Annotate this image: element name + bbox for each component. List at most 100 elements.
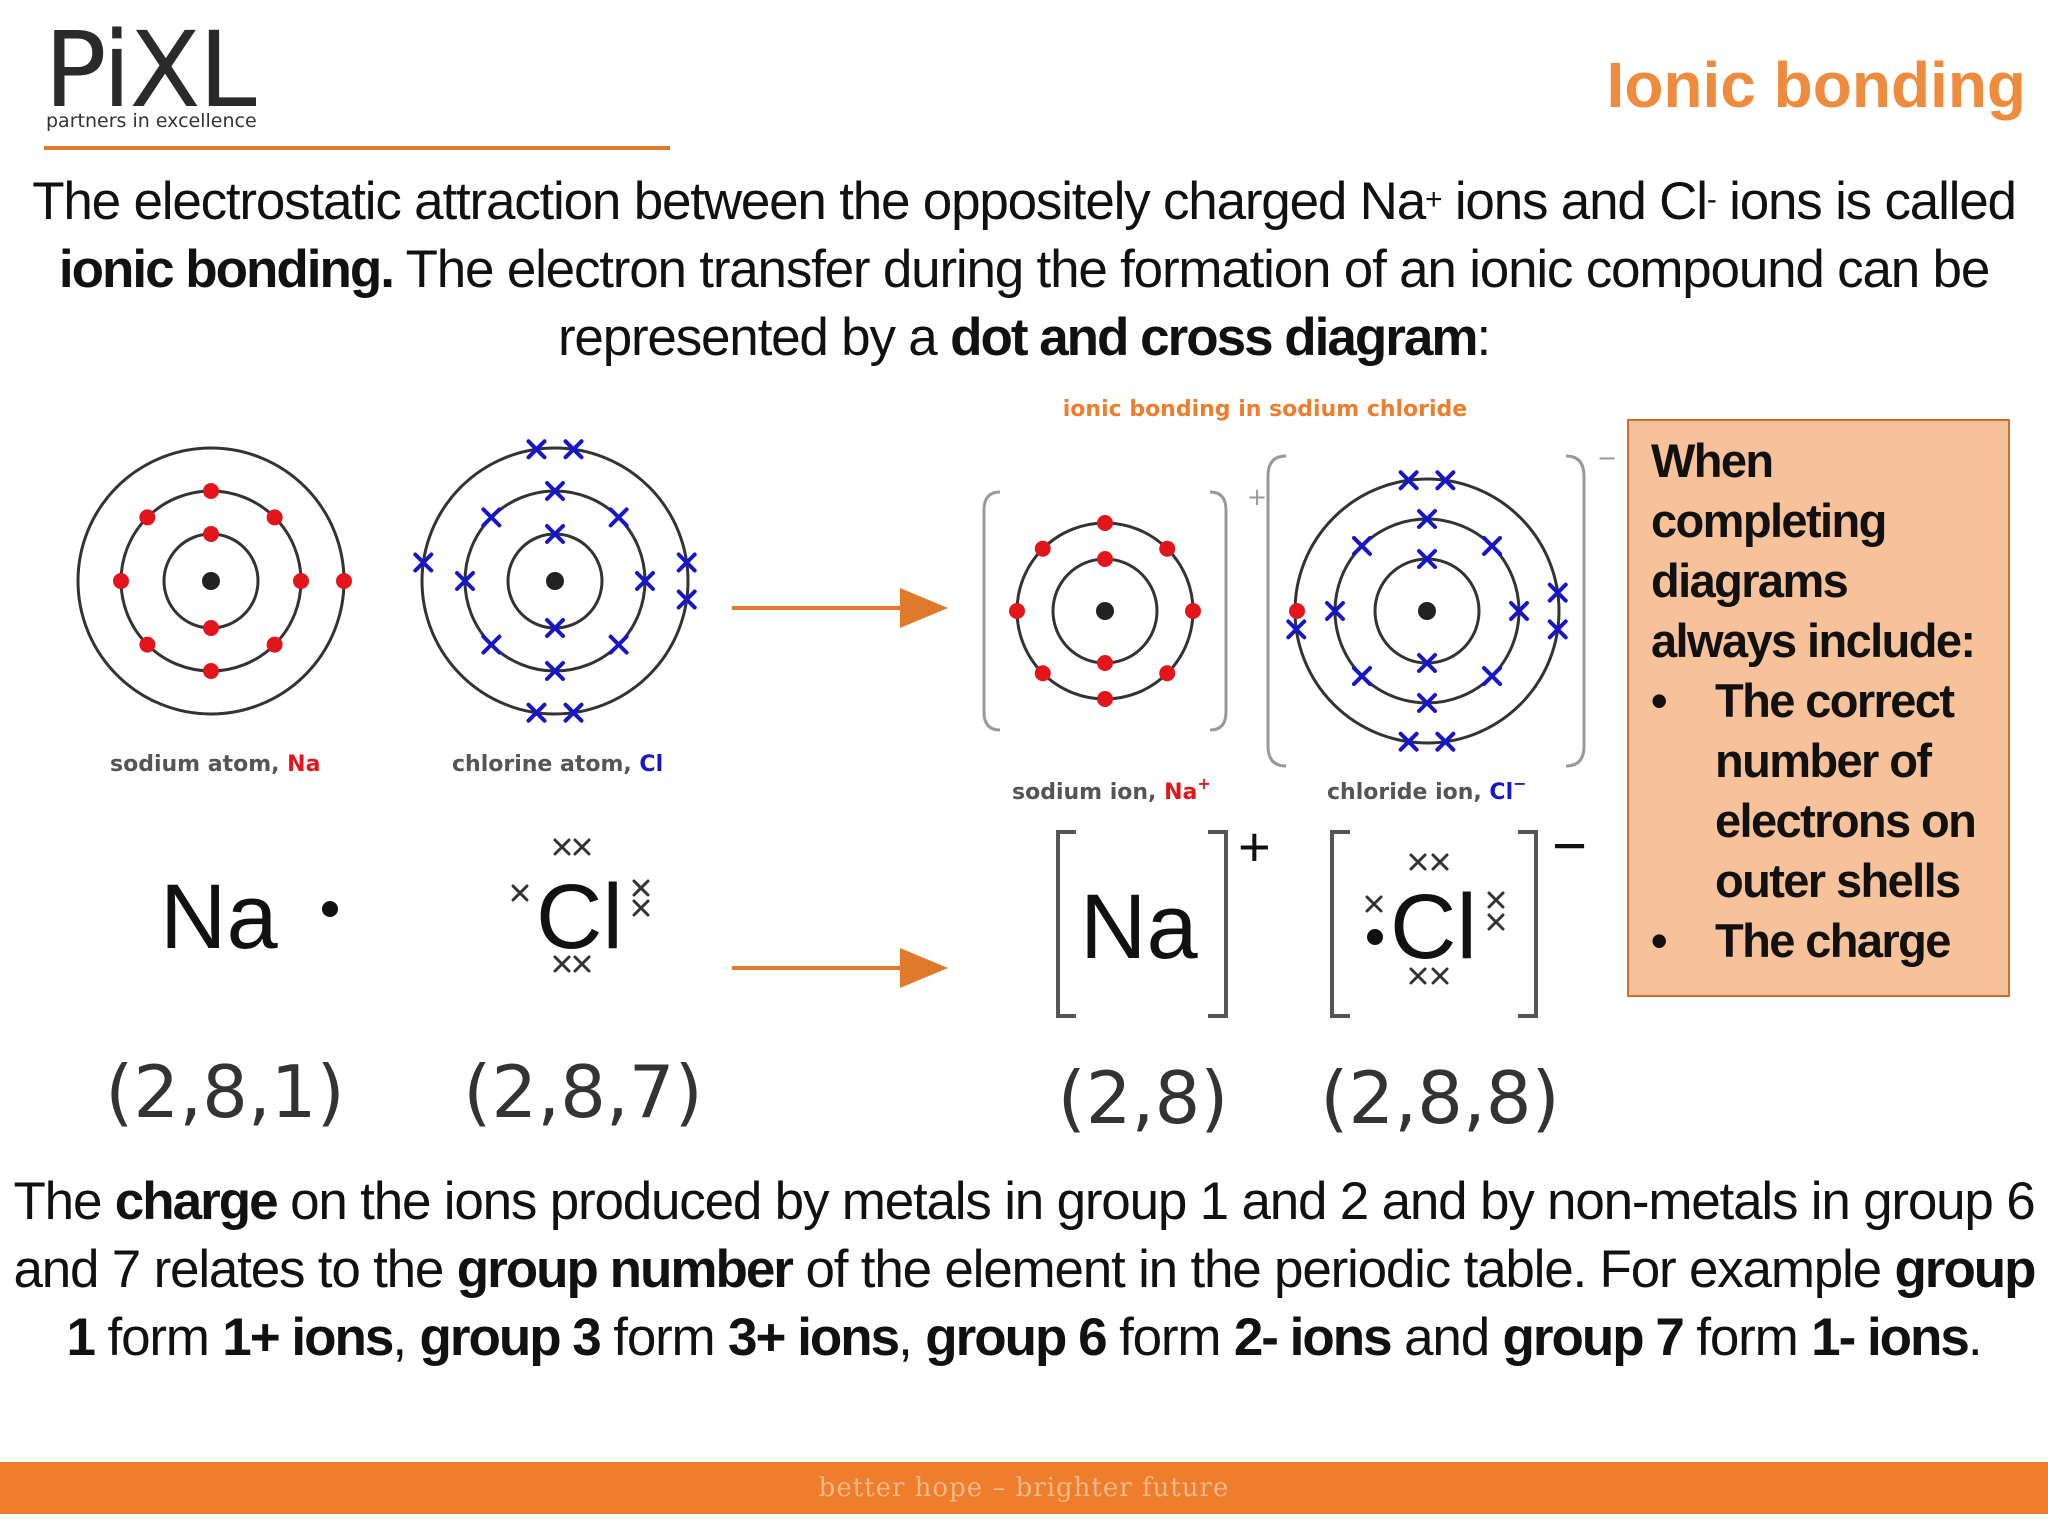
outro-bold: 3+ ions: [728, 1308, 900, 1367]
outro-text: .: [1967, 1308, 1983, 1367]
right-bracket: [1209, 490, 1228, 732]
electron-cross: [553, 955, 571, 973]
footer-bar: better hope – brighter future: [0, 1462, 2048, 1514]
electron-cross: [481, 507, 502, 528]
left-bracket: [982, 490, 1001, 732]
chlorine-formula-symbol: Cl: [536, 866, 623, 968]
outro-text: ,: [898, 1308, 926, 1367]
sodium-ion-bracket-charge: +: [1247, 483, 1267, 511]
sodium-atom-configuration: (2,8,1): [105, 1050, 344, 1134]
right-bracket: [1565, 454, 1586, 768]
electron-cross: [545, 618, 565, 638]
intro-text: :: [1476, 308, 1491, 367]
electron-cross: [455, 571, 475, 591]
electron-cross: [1509, 601, 1529, 621]
electron-cross: [1325, 601, 1345, 621]
chloride-ion: −: [1266, 444, 1617, 768]
electron-cross: [676, 552, 697, 573]
electron-cross: [545, 661, 565, 681]
chlorine-atom-configuration: (2,8,7): [463, 1050, 702, 1134]
na-charge: +: [1425, 183, 1443, 216]
electron-dot: [266, 636, 283, 653]
chlorine-atom-label: chlorine atom, Cl: [452, 752, 663, 777]
reminder-box: When completing diagrams always include:…: [1627, 419, 2010, 997]
sodium-ion-formula-symbol: Na: [1080, 876, 1198, 978]
electron-cross: [1286, 619, 1307, 640]
sodium-ion-formula: Na +: [1056, 815, 1271, 1018]
transferred-electron-dot: [1367, 929, 1383, 945]
electron-cross: [1417, 693, 1437, 713]
chloride-ion-bracket-charge: −: [1597, 444, 1617, 472]
sodium-ion-label: sodium ion, Na+: [1012, 774, 1211, 805]
electron-cross: [563, 702, 584, 723]
electron-cross: [1417, 549, 1437, 569]
electron-dot: [1009, 603, 1025, 619]
sodium-atom: [76, 446, 352, 716]
cl-charge: -: [1706, 183, 1717, 216]
electron-dot: [266, 509, 283, 526]
outro-bold: 1+ ions: [222, 1308, 394, 1367]
electron-cross: [1398, 470, 1419, 491]
intro-text: ions and Cl: [1441, 172, 1708, 231]
outro-text: form: [1682, 1308, 1812, 1367]
intro-paragraph: The electrostatic attraction between the…: [0, 168, 2048, 372]
electron-dot: [113, 573, 129, 589]
intro-bold: ionic bonding.: [58, 240, 395, 299]
chloride-ion-formula: Cl −: [1330, 812, 1587, 1018]
left-bracket: [1266, 454, 1287, 768]
outro-text: ,: [392, 1308, 420, 1367]
outro-bold: 2- ions: [1233, 1308, 1393, 1367]
electron-cross: [553, 838, 571, 856]
electron-cross: [413, 552, 434, 573]
electron-cross: [608, 634, 629, 655]
sodium-formula-symbol: Na: [160, 866, 278, 968]
slide-title: Ionic bonding: [1606, 49, 2026, 121]
chloride-ion-formula-crosses: [1365, 853, 1505, 985]
electron-cross: [1435, 470, 1456, 491]
electron-cross: [573, 955, 591, 973]
sodium-atom-label: sodium atom, Na: [110, 752, 320, 777]
intro-text: ions is called: [1715, 172, 2017, 231]
electron-cross: [1351, 535, 1372, 556]
dot-and-cross-diagram: ionic bonding in sodium chloride sodium …: [76, 397, 1617, 1140]
logo-tagline: partners in excellence: [46, 110, 257, 132]
electron-cross: [545, 481, 565, 501]
electron-cross: [1417, 509, 1437, 529]
electron-cross: [1409, 967, 1427, 985]
electron-dot: [203, 663, 219, 679]
electron-dot: [203, 483, 219, 499]
outro-paragraph: The charge on the ions produced by metal…: [0, 1168, 2048, 1372]
electron-dot: [1097, 655, 1113, 671]
electron-cross: [1431, 967, 1449, 985]
valence-dot: [322, 901, 338, 917]
outro-bold: charge: [114, 1172, 279, 1231]
electron-cross: [481, 634, 502, 655]
electron-cross: [1417, 653, 1437, 673]
electron-cross: [1398, 731, 1419, 752]
diagram-header: ionic bonding in sodium chloride: [1063, 397, 1467, 422]
electron-cross: [1365, 895, 1383, 913]
electron-dot: [293, 573, 309, 589]
electron-cross: [1547, 582, 1568, 603]
outro-text: form: [599, 1308, 729, 1367]
intro-bold: dot and cross diagram: [950, 308, 1478, 367]
outro-bold: 1- ions: [1811, 1308, 1970, 1367]
reminder-heading: When completing diagrams always include:: [1651, 434, 1976, 667]
electron-cross: [1482, 666, 1503, 687]
electron-cross: [526, 702, 547, 723]
chloride-ion-formula-symbol: Cl: [1390, 876, 1477, 978]
sodium-dot-formula: Na: [160, 866, 338, 968]
electron-cross: [676, 589, 697, 610]
chlorine-cross-formula: Cl: [511, 838, 650, 973]
electron-dot: [1185, 603, 1201, 619]
intro-text: The electron transfer during the formati…: [393, 240, 1991, 367]
electron-cross: [1482, 535, 1503, 556]
outro-text: and: [1390, 1308, 1503, 1367]
chloride-ion-formula-charge: −: [1552, 812, 1587, 879]
electron-dot: [203, 526, 219, 542]
outro-text: of the element in the periodic table. Fo…: [791, 1240, 1895, 1299]
electron-dot: [1034, 665, 1051, 682]
outro-bold: group 1: [66, 1240, 2037, 1367]
chloride-ion-configuration: (2,8,8): [1320, 1056, 1559, 1140]
electron-cross: [563, 439, 584, 460]
